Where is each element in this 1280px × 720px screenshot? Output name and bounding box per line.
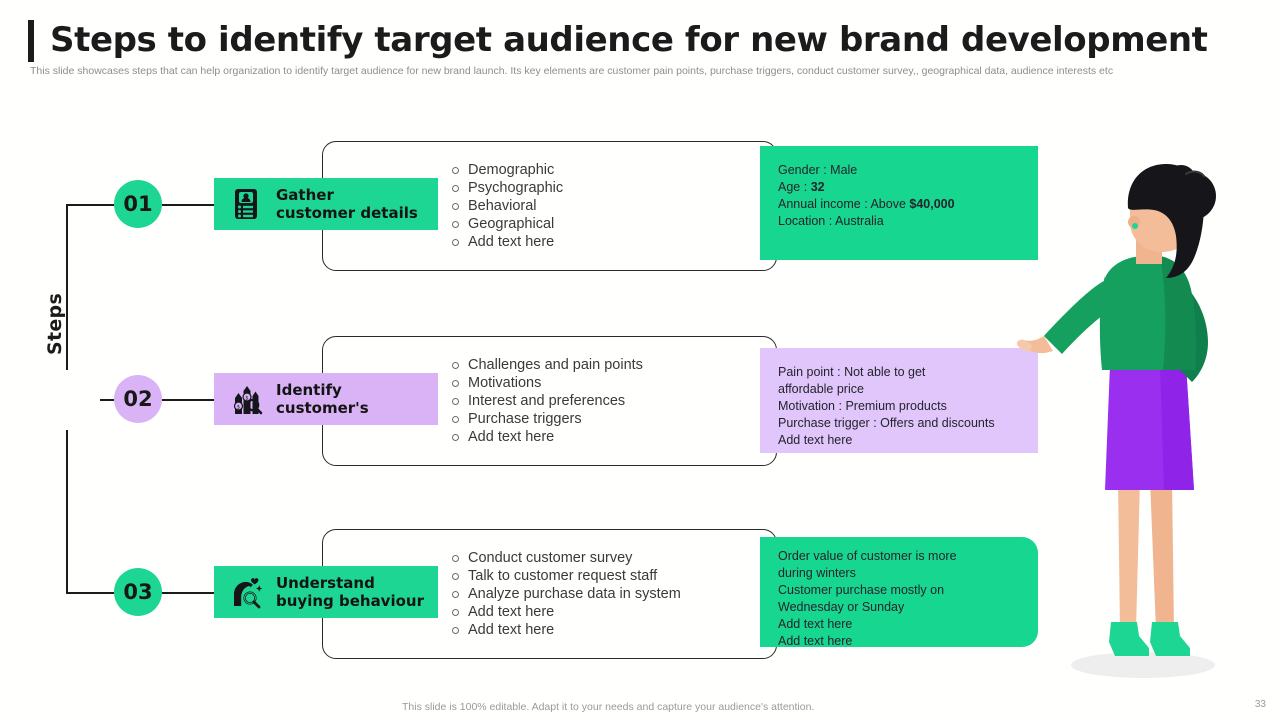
growth-chart-search-icon: $ $ bbox=[228, 381, 264, 417]
info-line: Gender : Male bbox=[778, 162, 1038, 179]
info-line: Age : 32 bbox=[778, 179, 1038, 196]
connector-1 bbox=[162, 204, 216, 206]
list-item: Purchase triggers bbox=[450, 410, 643, 428]
info-label: Pain point bbox=[778, 365, 834, 379]
step-number-circle-02[interactable]: 02 bbox=[114, 375, 162, 423]
step-chip-label-3: Understand buying behaviour bbox=[276, 574, 424, 610]
page-title: Steps to identify target audience for ne… bbox=[50, 20, 1208, 60]
step-chip-label-1: Gather customer details bbox=[276, 186, 418, 222]
bullet-list-3: Conduct customer survey Talk to customer… bbox=[450, 549, 681, 639]
info-line: during winters bbox=[778, 566, 856, 580]
info-card-3: Order value of customer is more during w… bbox=[760, 537, 1038, 648]
list-item: Motivations bbox=[450, 374, 643, 392]
list-item: Interest and preferences bbox=[450, 392, 643, 410]
info-line: Add text here bbox=[778, 634, 853, 648]
info-label: Purchase trigger bbox=[778, 416, 870, 430]
info-sep: : bbox=[837, 365, 841, 379]
footer-note: This slide is 100% editable. Adapt it to… bbox=[402, 701, 815, 713]
list-item: Demographic bbox=[450, 161, 563, 179]
info-sep: : bbox=[803, 180, 808, 194]
list-item: Talk to customer request staff bbox=[450, 567, 681, 585]
axis-tick-02 bbox=[100, 399, 114, 401]
step-chip-3[interactable]: ? Understand buying behaviour bbox=[214, 566, 438, 618]
info-line: Order value of customer is more bbox=[778, 549, 957, 563]
info-label: Location bbox=[778, 214, 826, 228]
info-label: Annual income bbox=[778, 197, 861, 211]
chip-title-line1: Understand bbox=[276, 574, 375, 592]
connector-3 bbox=[162, 592, 216, 594]
list-item: Add text here bbox=[450, 428, 643, 446]
step-chip-label-2: Identify customer's bbox=[276, 381, 369, 417]
list-item: Conduct customer survey bbox=[450, 549, 681, 567]
info-card-2: Pain point : Not able to get affordable … bbox=[760, 348, 1038, 453]
page-number: 33 bbox=[1254, 699, 1266, 710]
info-value-bold: $40,000 bbox=[909, 197, 955, 211]
axis-line-top bbox=[66, 205, 68, 370]
list-item: Behavioral bbox=[450, 197, 563, 215]
bullet-list-2: Challenges and pain points Motivations I… bbox=[450, 356, 643, 446]
info-line: Pain point : Not able to get bbox=[778, 364, 1038, 381]
list-item: Psychographic bbox=[450, 179, 563, 197]
list-item: Add text here bbox=[450, 621, 681, 639]
step-chip-1[interactable]: Gather customer details bbox=[214, 178, 438, 230]
info-label: Motivation bbox=[778, 399, 835, 413]
chip-title-line1: Identify bbox=[276, 381, 342, 399]
list-item: Geographical bbox=[450, 215, 563, 233]
info-line: Add text here bbox=[778, 433, 853, 447]
info-line: Wednesday or Sunday bbox=[778, 600, 905, 614]
list-item: Add text here bbox=[450, 603, 681, 621]
info-value: Male bbox=[830, 163, 858, 177]
info-label: Gender bbox=[778, 163, 820, 177]
info-line: affordable price bbox=[778, 382, 864, 396]
info-value: Premium products bbox=[845, 399, 947, 413]
list-item: Add text here bbox=[450, 233, 563, 251]
info-value: Offers and discounts bbox=[880, 416, 995, 430]
info-card-1: Gender : Male Age : 32 Annual income : A… bbox=[760, 146, 1038, 260]
info-sep: : bbox=[864, 197, 868, 211]
clipboard-person-icon bbox=[228, 186, 264, 222]
svg-text:$: $ bbox=[237, 404, 240, 410]
info-value: Above bbox=[870, 197, 906, 211]
info-label: Age bbox=[778, 180, 801, 194]
info-line: Motivation : Premium products bbox=[778, 398, 1038, 415]
axis-tick-01 bbox=[66, 204, 114, 206]
axis-tick-03 bbox=[66, 592, 114, 594]
chip-title-line2: customer details bbox=[276, 204, 418, 222]
page-subtitle: This slide showcases steps that can help… bbox=[30, 65, 1114, 77]
connector-2 bbox=[162, 399, 216, 401]
info-sep: : bbox=[828, 214, 833, 228]
info-line: Annual income : Above $40,000 bbox=[778, 196, 1038, 213]
info-sep: : bbox=[838, 399, 842, 413]
info-sep: : bbox=[873, 416, 877, 430]
axis-line-bottom bbox=[66, 430, 68, 594]
info-line: Location : Australia bbox=[778, 213, 1038, 230]
chip-title-line1: Gather bbox=[276, 186, 334, 204]
info-line: Purchase trigger : Offers and discounts bbox=[778, 415, 1038, 432]
info-line: Add text here bbox=[778, 617, 853, 631]
chip-title-line2: buying behaviour bbox=[276, 592, 424, 610]
svg-text:$: $ bbox=[245, 395, 248, 401]
info-sep: : bbox=[823, 163, 827, 177]
title-accent-bar bbox=[28, 20, 34, 62]
step-chip-2[interactable]: $ $ Identify customer's bbox=[214, 373, 438, 425]
list-item: Analyze purchase data in system bbox=[450, 585, 681, 603]
info-line: Customer purchase mostly on bbox=[778, 583, 945, 597]
info-value: Australia bbox=[835, 214, 884, 228]
chip-title-line2: customer's bbox=[276, 399, 369, 417]
list-item: Challenges and pain points bbox=[450, 356, 643, 374]
step-number-circle-03[interactable]: 03 bbox=[114, 568, 162, 616]
steps-axis-label: Steps bbox=[44, 292, 66, 355]
woman-presenting-illustration bbox=[1010, 160, 1270, 680]
head-question-search-icon: ? bbox=[228, 574, 264, 610]
info-value-bold: 32 bbox=[810, 180, 825, 194]
bullet-list-1: Demographic Psychographic Behavioral Geo… bbox=[450, 161, 563, 251]
info-value: Not able to get bbox=[844, 365, 926, 379]
step-number-circle-01[interactable]: 01 bbox=[114, 180, 162, 228]
